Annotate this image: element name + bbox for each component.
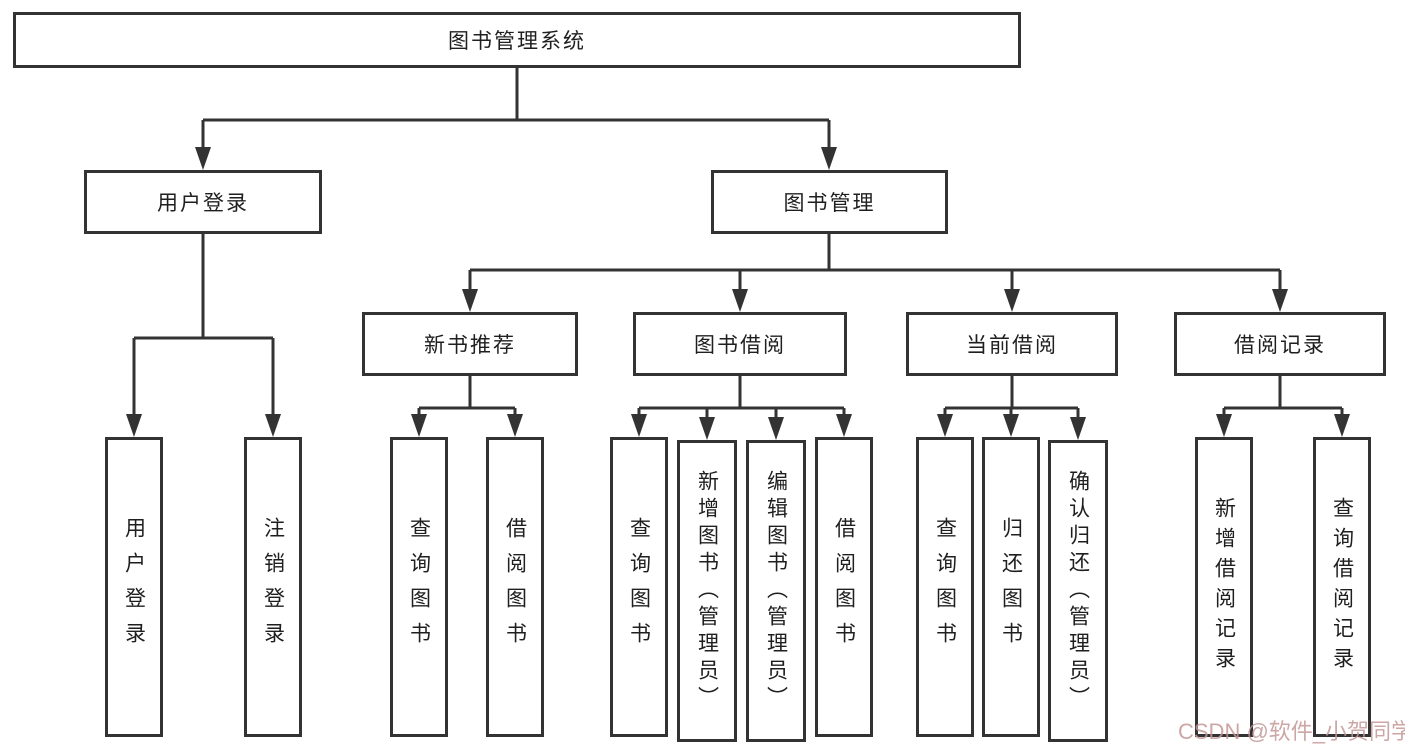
connector-bookmgmt-to-level3 xyxy=(468,234,1282,294)
leaf-label: 确认归还（管理员） xyxy=(1066,469,1090,713)
node-root-library-system: 图书管理系统 xyxy=(13,12,1021,68)
leaf-label: 查询图书 xyxy=(933,517,957,657)
leaf-label: 新增图书（管理员） xyxy=(695,469,719,713)
connector-newbookrec-to-leaves xyxy=(417,376,517,420)
connector-bookborrow-to-leaves xyxy=(637,376,846,423)
node-label: 图书管理 xyxy=(783,192,876,215)
leaf-add-books-admin: 新增图书（管理员） xyxy=(677,440,737,742)
leaf-return-books: 归还图书 xyxy=(982,437,1040,737)
leaf-query-books: 查询图书 xyxy=(390,437,448,737)
leaf-query-books: 查询图书 xyxy=(916,437,974,737)
node-current-borrowing: 当前借阅 xyxy=(906,312,1118,376)
node-book-management: 图书管理 xyxy=(711,170,948,234)
node-label: 新书推荐 xyxy=(424,334,516,357)
leaf-query-books: 查询图书 xyxy=(610,437,668,737)
leaf-label: 用户登录 xyxy=(122,517,146,657)
leaf-label: 注销登录 xyxy=(261,517,285,657)
leaf-label: 查询借阅记录 xyxy=(1330,497,1354,677)
leaf-add-borrow-record: 新增借阅记录 xyxy=(1195,437,1253,737)
leaf-borrow-books: 借阅图书 xyxy=(815,437,873,737)
node-label: 用户登录 xyxy=(157,192,249,215)
leaf-query-borrow-record: 查询借阅记录 xyxy=(1313,437,1371,737)
leaf-edit-books-admin: 编辑图书（管理员） xyxy=(746,440,806,742)
leaf-label: 借阅图书 xyxy=(832,517,856,657)
leaf-borrow-books: 借阅图书 xyxy=(486,437,544,737)
node-user-login: 用户登录 xyxy=(84,170,322,234)
leaf-logout: 注销登录 xyxy=(244,437,302,737)
node-book-borrowing: 图书借阅 xyxy=(633,312,847,376)
leaf-confirm-return-admin: 确认归还（管理员） xyxy=(1048,440,1108,742)
node-new-book-recommend: 新书推荐 xyxy=(362,312,578,376)
leaf-label: 查询图书 xyxy=(627,517,651,657)
arrowheads xyxy=(126,147,1350,440)
leaf-label: 归还图书 xyxy=(999,517,1023,657)
node-label: 当前借阅 xyxy=(966,334,1058,357)
connector-root-to-level2 xyxy=(201,68,831,150)
node-label: 图书借阅 xyxy=(694,334,786,357)
leaf-label: 借阅图书 xyxy=(503,517,527,657)
node-borrowing-records: 借阅记录 xyxy=(1174,312,1386,376)
leaf-label: 编辑图书（管理员） xyxy=(764,469,788,713)
leaf-label: 新增借阅记录 xyxy=(1212,497,1236,677)
connector-userlogin-to-leaves xyxy=(132,234,275,420)
node-label: 借阅记录 xyxy=(1234,334,1326,357)
connector-records-to-leaves xyxy=(1222,376,1344,420)
leaf-label: 查询图书 xyxy=(407,517,431,657)
node-label: 图书管理系统 xyxy=(448,30,586,53)
leaf-user-login: 用户登录 xyxy=(105,437,163,737)
csdn-watermark: CSDN @软件_小贺同学 xyxy=(1178,719,1405,744)
